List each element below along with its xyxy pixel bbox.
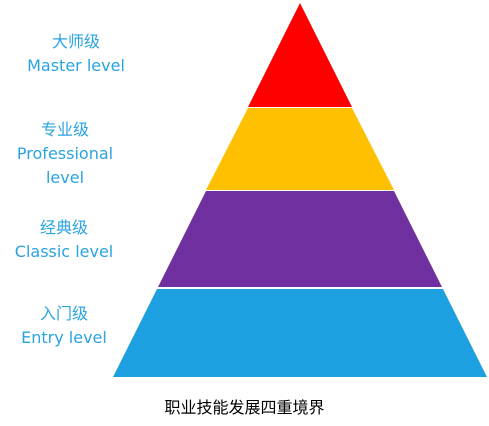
- label-professional: 专业级 Professional level: [0, 118, 130, 190]
- label-professional-cn: 专业级: [40, 120, 89, 139]
- pyramid-level-classic: [158, 191, 442, 287]
- pyramid-level-professional: [206, 108, 394, 190]
- label-classic: 经典级 Classic level: [0, 216, 128, 264]
- pyramid-level-master: [248, 3, 352, 107]
- pyramid-level-entry: [113, 289, 487, 377]
- label-classic-cn: 经典级: [39, 218, 88, 237]
- label-entry-cn: 入门级: [39, 304, 88, 323]
- label-professional-en-line2: level: [45, 168, 85, 187]
- label-entry-en: Entry level: [21, 328, 107, 347]
- label-master-cn: 大师级: [51, 32, 100, 51]
- label-classic-en: Classic level: [14, 242, 114, 261]
- label-master: 大师级 Master level: [0, 30, 152, 78]
- label-professional-en: Professional: [16, 144, 114, 163]
- label-master-en: Master level: [27, 56, 125, 75]
- diagram-caption: 职业技能发展四重境界: [164, 398, 325, 417]
- label-entry: 入门级 Entry level: [0, 302, 128, 350]
